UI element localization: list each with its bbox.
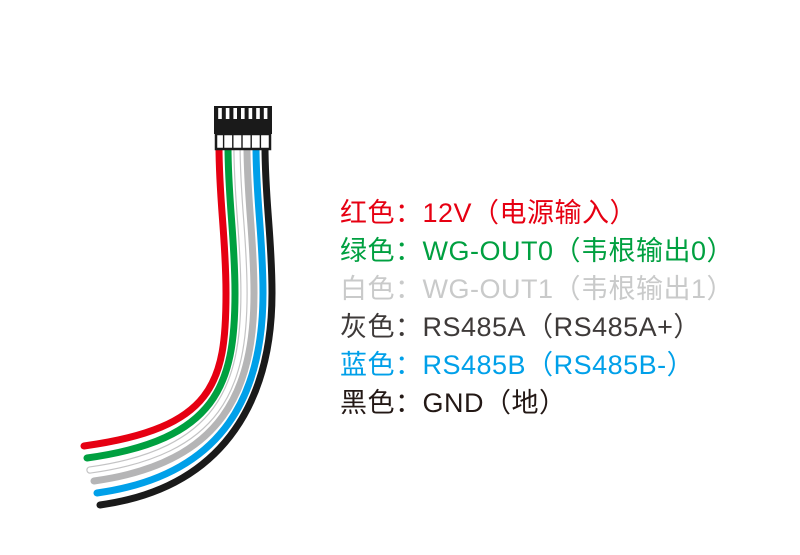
legend-label-gray: 灰色： [340, 312, 423, 342]
legend-value-gray: RS485A（RS485A+） [422, 312, 701, 342]
legend-value-white: WG-OUT1（韦根输出1） [422, 274, 735, 304]
wire-color-legend: 红色：12V（电源输入） 绿色：WG-OUT0（韦根输出0） 白色：WG-OUT… [340, 194, 734, 422]
legend-item-gray: 灰色：RS485A（RS485A+） [340, 308, 734, 346]
connector-crimp-area [214, 132, 272, 151]
white-wire [87, 143, 247, 473]
blue-wire [93, 142, 267, 497]
wire-bundle [80, 142, 276, 509]
legend-item-red: 红色：12V（电源输入） [340, 194, 734, 232]
legend-label-green: 绿色： [340, 236, 423, 266]
gray-wire [90, 142, 258, 485]
legend-label-black: 黑色： [340, 388, 423, 418]
green-wire [83, 142, 239, 462]
legend-item-black: 黑色：GND（地） [340, 384, 734, 422]
legend-item-green: 绿色：WG-OUT0（韦根输出0） [340, 232, 734, 270]
legend-value-blue: RS485B（RS485B-） [422, 350, 695, 380]
legend-value-green: WG-OUT0（韦根输出0） [422, 236, 735, 266]
legend-label-red: 红色： [340, 198, 423, 228]
connector-crimp-dividers [222, 135, 262, 148]
legend-item-blue: 蓝色：RS485B（RS485B-） [340, 346, 734, 384]
connector-pin-slots [218, 108, 268, 119]
legend-value-black: GND（地） [422, 388, 567, 418]
legend-label-blue: 蓝色： [340, 350, 423, 380]
legend-label-white: 白色： [340, 274, 423, 304]
legend-value-red: 12V（电源输入） [422, 198, 638, 228]
black-wire [96, 142, 276, 509]
legend-item-white: 白色：WG-OUT1（韦根输出1） [340, 270, 734, 308]
red-wire [80, 142, 230, 450]
connector [214, 106, 272, 151]
